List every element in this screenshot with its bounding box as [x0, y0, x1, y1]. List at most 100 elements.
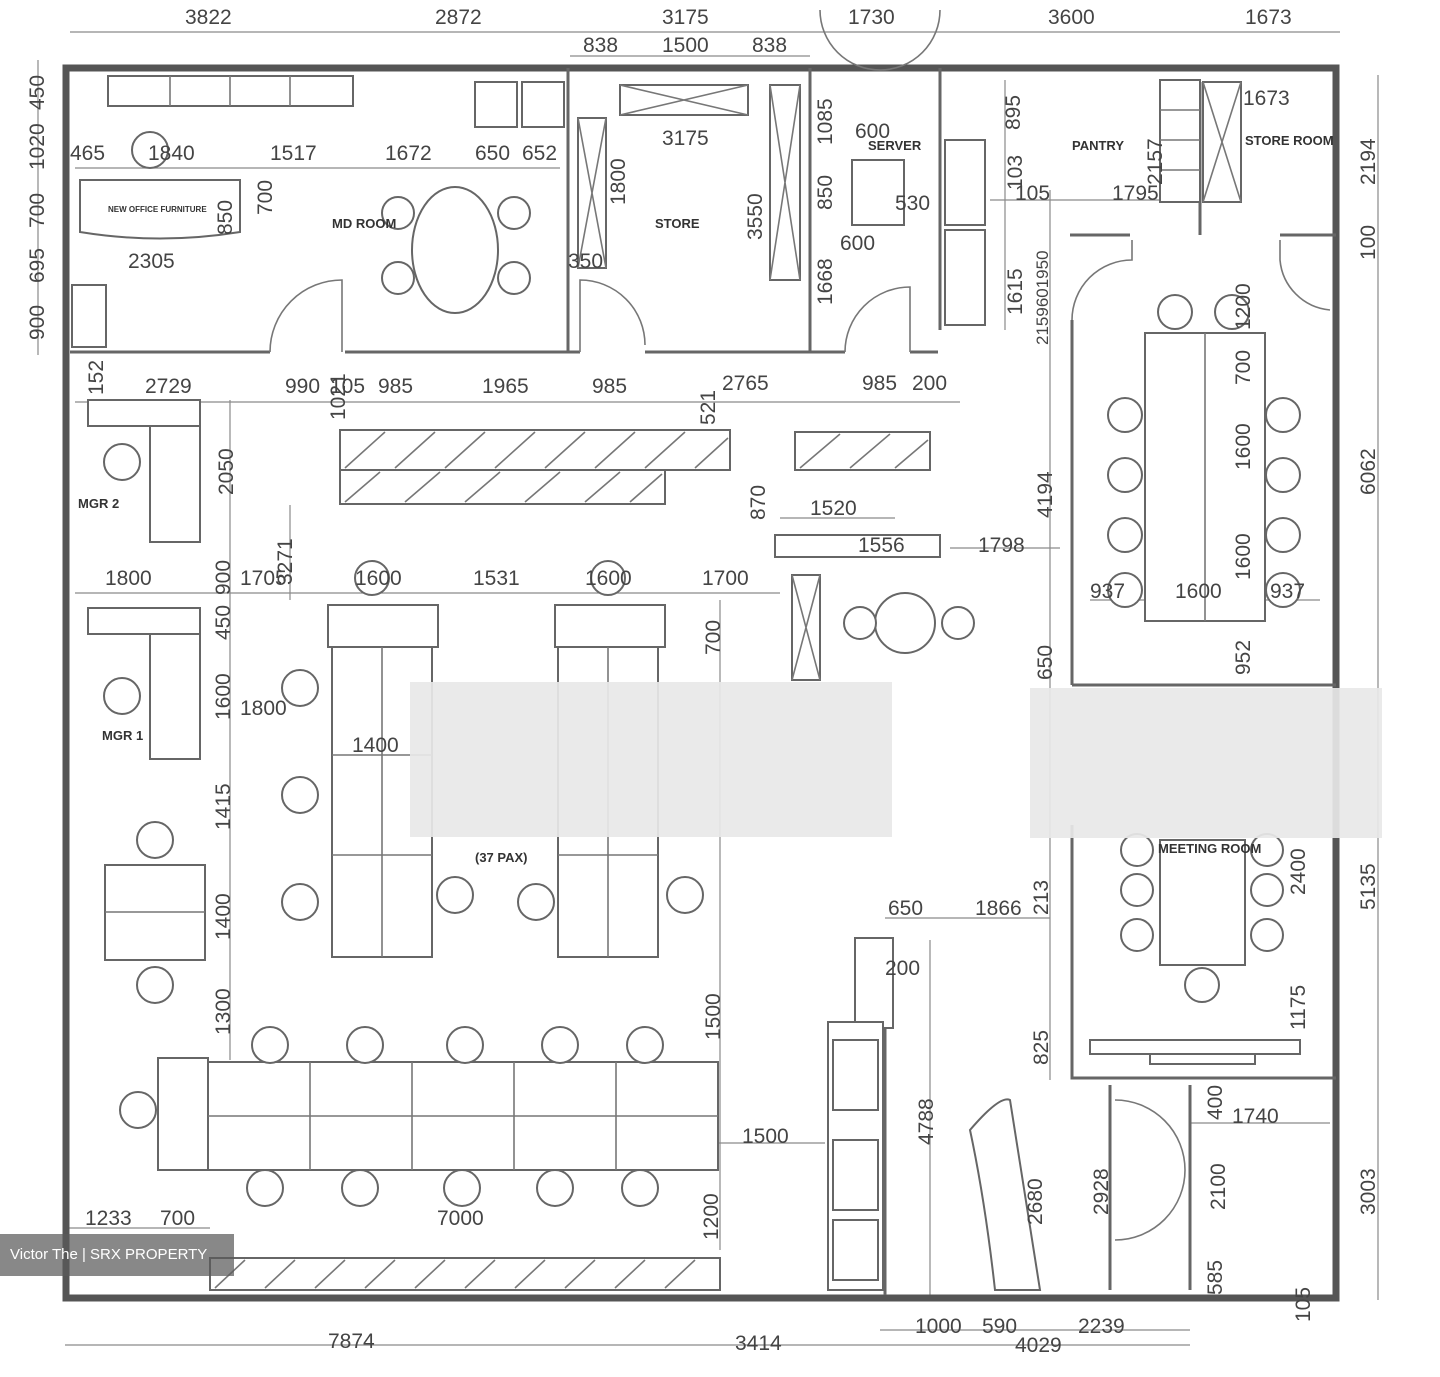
dimension-label: 652 [522, 142, 557, 165]
dimension-label: 350 [568, 250, 603, 273]
dimension-label: 530 [895, 192, 930, 215]
dimension-label: 900 [26, 305, 49, 340]
dimension-label: 700 [254, 180, 277, 215]
dimension-label: 1085 [814, 98, 837, 145]
dimension-label: 2194 [1357, 138, 1380, 185]
dimension-label: 7000 [437, 1207, 484, 1230]
dim-bottom-sub: 2239 [1078, 1315, 1125, 1338]
room-label-server: SERVER [868, 138, 922, 153]
dimension-label: 1300 [212, 988, 235, 1035]
walls [62, 64, 1340, 1302]
dimension-label: 1840 [148, 142, 195, 165]
reception-furniture [827, 1021, 1042, 1291]
dimension-label: 2159601950 [1033, 250, 1052, 345]
dimension-label: 1415 [212, 783, 235, 830]
dimension-label: 1600 [585, 567, 632, 590]
md-room-furniture [71, 75, 565, 348]
dimension-label: 6062 [1357, 448, 1380, 495]
dimension-label: 3175 [662, 127, 709, 150]
dimension-label: 1600 [1232, 533, 1255, 580]
dimension-label: 1800 [105, 567, 152, 590]
dimension-label: 213 [1030, 880, 1053, 915]
dimension-label: 3003 [1357, 1168, 1380, 1215]
dimension-label: 2765 [722, 372, 769, 395]
dimension-label: 937 [1270, 580, 1305, 603]
blurred-region [1030, 688, 1382, 838]
dimension-label: 1800 [607, 158, 630, 205]
dim-top-sub: 1500 [662, 34, 709, 57]
dimension-label: 2928 [1090, 1168, 1113, 1215]
dim-top: 1730 [848, 6, 895, 29]
furniture-label: NEW OFFICE FURNITURE [108, 205, 207, 214]
room-label-meeting: MEETING ROOM [1158, 841, 1261, 856]
dimension-label: 1740 [1232, 1105, 1279, 1128]
dim-top: 3175 [662, 6, 709, 29]
dimension-label: 850 [214, 200, 237, 235]
room-label-open-office: (37 PAX) [475, 850, 528, 865]
dimension-labels: 3822 2872 3175 1730 3600 1673 838 1500 8… [70, 6, 1305, 1357]
dimension-labels-vertical: 450 1020 700 695 900 2194 100 6062 5135 … [26, 75, 1380, 1322]
dimension-label: 1556 [858, 534, 905, 557]
dimension-label: 521 [697, 390, 720, 425]
dimension-label: 600 [840, 232, 875, 255]
room-label-md: MD ROOM [332, 216, 396, 231]
dimension-label: 700 [26, 193, 49, 228]
dimension-label: 1400 [352, 734, 399, 757]
room-label-mgr1: MGR 1 [102, 728, 143, 743]
dimension-label: 952 [1232, 640, 1255, 675]
dim-bottom: 7874 [328, 1330, 375, 1353]
dim-top-sub: 838 [583, 34, 618, 57]
dimension-label: 152 [85, 360, 108, 395]
dimension-label: 100 [1357, 225, 1380, 260]
dim-top: 1673 [1245, 6, 1292, 29]
room-label-store-room: STORE ROOM [1245, 133, 1334, 148]
blurred-region [410, 682, 892, 837]
dimension-label: 825 [1030, 1030, 1053, 1065]
dim-bottom: 3414 [735, 1332, 782, 1355]
dimension-label: 937 [1090, 580, 1125, 603]
dimension-label: 1672 [385, 142, 432, 165]
meeting-room-furniture [1089, 833, 1301, 1065]
dimension-label: 1800 [240, 697, 287, 720]
dimension-label: 5135 [1357, 863, 1380, 910]
dimension-label: 103 [1004, 155, 1027, 190]
dimension-label: 1795 [1112, 182, 1159, 205]
dimension-label: 1965 [482, 375, 529, 398]
dimension-label: 1600 [212, 673, 235, 720]
dimension-label: 695 [26, 248, 49, 283]
dimension-label: 200 [885, 957, 920, 980]
dimension-label: 700 [702, 620, 725, 655]
watermark: Victor The | SRX PROPERTY [0, 1234, 234, 1276]
dimension-label: 2729 [145, 375, 192, 398]
dimension-label: 850 [814, 175, 837, 210]
dimension-label: 1600 [355, 567, 402, 590]
dimension-label: 200 [912, 372, 947, 395]
dimension-label: 650 [888, 897, 923, 920]
dimension-label: 2400 [1287, 848, 1310, 895]
dimension-label: 105 [1292, 1287, 1315, 1322]
dimension-label: 1700 [702, 567, 749, 590]
dimension-label: 700 [1232, 350, 1255, 385]
dimension-label: 2680 [1024, 1178, 1047, 1225]
dimension-label: 985 [592, 375, 627, 398]
dimension-label: 870 [747, 485, 770, 520]
dimension-label: 650 [1034, 645, 1057, 680]
dimension-label: 1673 [1243, 87, 1290, 110]
dimension-label: 1200 [1232, 283, 1255, 330]
dimension-label: 1866 [975, 897, 1022, 920]
room-label-mgr2: MGR 2 [78, 496, 119, 511]
dimension-label: 2157 [1144, 138, 1167, 185]
dimension-label: 1517 [270, 142, 317, 165]
dimension-label: 985 [862, 372, 897, 395]
dimension-label: 1668 [814, 258, 837, 305]
dim-top-sub: 838 [752, 34, 787, 57]
dimension-label: 400 [1204, 1085, 1227, 1120]
dimension-label: 450 [212, 605, 235, 640]
dimension-label: 1400 [212, 893, 235, 940]
dimension-label: 3271 [274, 538, 297, 585]
dimension-label: 1233 [85, 1207, 132, 1230]
dimension-label: 2050 [215, 448, 238, 495]
dimension-label: 895 [1002, 95, 1025, 130]
dimension-label: 1500 [702, 993, 725, 1040]
room-label-store: STORE [655, 216, 700, 231]
